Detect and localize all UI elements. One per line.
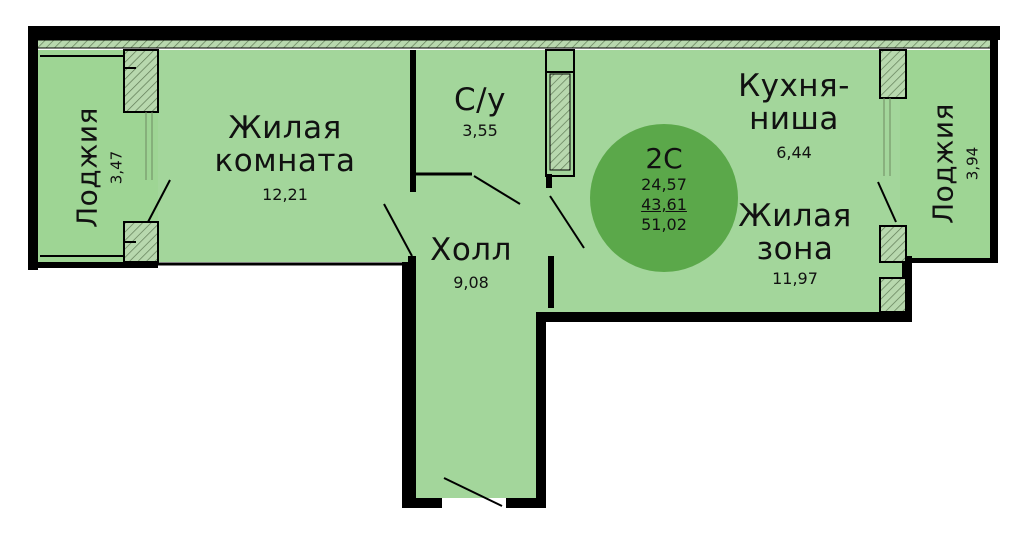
apartment-badge: 2С 24,57 43,61 51,02: [590, 124, 738, 272]
area-total: 43,61: [641, 195, 687, 214]
living-zone-area: 11,97: [772, 269, 818, 289]
entry-door: [443, 477, 503, 507]
corridor-wall-right: [536, 312, 546, 508]
loggia-left-rail: [40, 241, 136, 257]
right-partition-bottom: [879, 277, 907, 313]
area-with-loggias: 51,02: [641, 215, 687, 234]
loggia-left-area: 3,47: [107, 150, 126, 185]
loggia-left-bottom: [28, 262, 158, 268]
living-zone-label: Жилая зона 11,97: [722, 200, 868, 288]
bath-door: [473, 175, 521, 205]
shaft-outer: [545, 49, 575, 177]
loggia-left-name: Лоджия: [70, 107, 104, 228]
kitchen-label: Кухня- ниша 6,44: [724, 70, 864, 162]
kitchen-name-2: ниша: [749, 100, 839, 137]
bathroom-label: С/у 3,55: [426, 84, 534, 139]
exterior-walls: [28, 26, 1000, 508]
kitchen-name-1: Кухня-: [738, 68, 850, 104]
kitchen-door: [549, 195, 585, 249]
right-wall: [990, 26, 998, 262]
interior-walls: [40, 49, 907, 313]
left-partition-upper: [123, 49, 159, 113]
shaft-inner: [549, 73, 571, 171]
living-door-jamb: [408, 256, 416, 264]
area-living: 24,57: [641, 175, 687, 194]
living-zone-name-2: зона: [756, 230, 834, 267]
hall-name: Холл: [430, 232, 512, 268]
bath-wall-left: [410, 50, 416, 192]
main-floor: [158, 50, 900, 262]
loggia-left-label: Лоджия 3,47: [71, 88, 126, 248]
loggia-right-area: 3,94: [963, 146, 982, 181]
top-wall: [28, 26, 1000, 40]
hall-corridor-floor: [414, 262, 540, 498]
loggia-right-label: Лоджия 3,94: [927, 84, 982, 244]
corridor-wall-left: [402, 262, 416, 508]
loggia-right-floor: [900, 50, 996, 262]
loggia-right-bottom: [900, 258, 998, 263]
apartment-type: 2С: [645, 142, 683, 175]
top-wall-hatch: [35, 39, 997, 49]
loggia-left-rail-top: [40, 55, 136, 69]
right-balcony-door: [877, 181, 897, 223]
right-partition-lower: [879, 225, 907, 263]
left-balcony-door: [147, 179, 171, 223]
right-partition-upper: [879, 49, 907, 99]
hall-stub: [548, 256, 554, 308]
south-wall-east: [536, 312, 912, 322]
living-door: [383, 203, 413, 257]
corridor-bottom-right: [506, 498, 546, 508]
shaft-foot: [546, 174, 552, 188]
living-room-name-2: комната: [214, 142, 356, 179]
living-room-area: 12,21: [262, 185, 308, 205]
corridor-bottom-left: [402, 498, 442, 508]
hall-label: Холл 9,08: [418, 234, 524, 291]
floor-areas: [36, 50, 996, 498]
bathroom-area: 3,55: [462, 120, 498, 140]
kitchen-area: 6,44: [776, 143, 812, 163]
living-zone-name-1: Жилая: [738, 198, 852, 234]
living-room-label: Жилая комната 12,21: [195, 112, 375, 204]
loggia-right-name: Лоджия: [926, 103, 960, 224]
main-floor-east: [540, 262, 908, 312]
hall-area: 9,08: [453, 272, 489, 292]
living-room-name-1: Жилая: [228, 110, 342, 146]
bathroom-name: С/у: [454, 82, 506, 118]
left-wall: [28, 26, 38, 270]
